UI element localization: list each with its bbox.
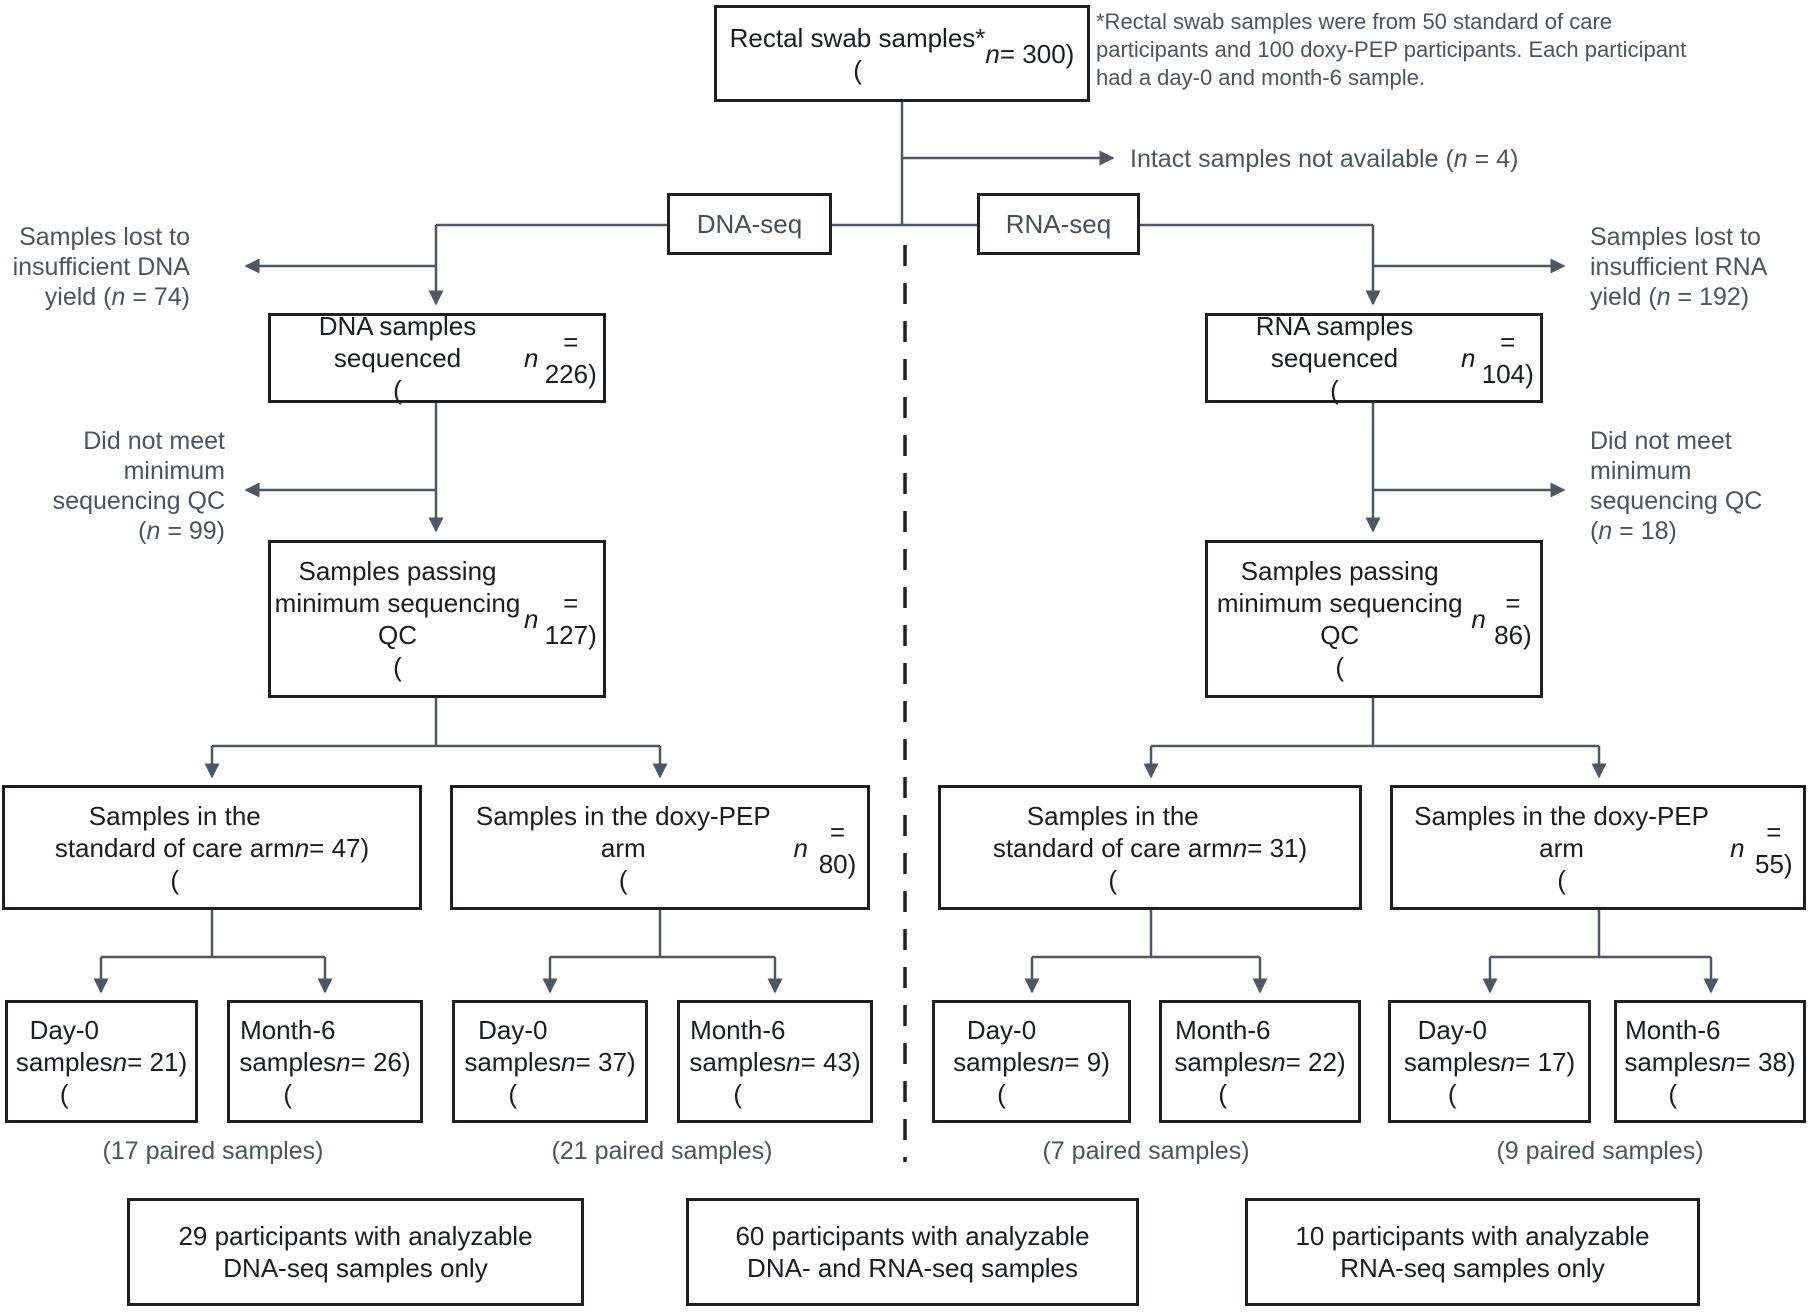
rna-standard-of-care-arm-box: Samples in the standard of care arm (n =… <box>938 785 1362 910</box>
dna-qc-pass-box: Samples passing minimum sequencing QC (n… <box>268 540 606 698</box>
rna-qc-pass-box: Samples passing minimum sequencing QC (n… <box>1205 540 1543 698</box>
intact-samples-not-available-label: Intact samples not available (n = 4) <box>1130 145 1519 173</box>
rna-doxy-pep-arm-box: Samples in the doxy-PEP arm (n = 55) <box>1390 785 1806 910</box>
dna-soc-day0-box: Day-0 samples (n = 21) <box>5 1000 198 1123</box>
rna-soc-paired-samples-label: (7 paired samples) <box>1042 1137 1250 1165</box>
dna-doxy-day0-box: Day-0 samples (n = 37) <box>452 1000 648 1123</box>
rna-doxy-paired-samples-label: (9 paired samples) <box>1496 1137 1704 1165</box>
dna-doxy-pep-arm-box: Samples in the doxy-PEP arm (n = 80) <box>450 785 870 910</box>
dna-soc-month6-box: Month-6 samples (n = 26) <box>227 1000 423 1123</box>
rna-qc-fail-label: Did not meet minimum sequencing QC (n = … <box>1590 427 1763 545</box>
dna-doxy-paired-samples-label: (21 paired samples) <box>551 1137 773 1165</box>
root-box-rectal-swab-samples: Rectal swab samples* (n = 300) <box>714 5 1090 102</box>
dna-samples-sequenced-box: DNA samples sequenced (n = 226) <box>268 311 606 405</box>
summary-dna-and-rna-box: 60 participants with analyzable DNA- and… <box>686 1198 1139 1306</box>
dna-standard-of-care-arm-box: Samples in the standard of care arm (n =… <box>2 785 422 910</box>
dna-qc-fail-label: Did not meet minimum sequencing QC (n = … <box>52 427 225 545</box>
dna-seq-branch-box: DNA-seq <box>667 193 832 255</box>
summary-dna-only-box: 29 participants with analyzable DNA-seq … <box>127 1198 584 1306</box>
rna-samples-lost-label: Samples lost to insufficient RNA yield (… <box>1590 223 1768 311</box>
rna-doxy-month6-box: Month-6 samples (n = 38) <box>1614 1000 1806 1123</box>
rna-seq-branch-box: RNA-seq <box>977 193 1140 255</box>
dna-samples-lost-label: Samples lost to insufficient DNA yield (… <box>12 223 190 311</box>
footnote-text: *Rectal swab samples were from 50 standa… <box>1096 9 1687 90</box>
rna-soc-day0-box: Day-0 samples (n = 9) <box>932 1000 1131 1123</box>
summary-rna-only-box: 10 participants with analyzable RNA-seq … <box>1245 1198 1700 1306</box>
rna-doxy-day0-box: Day-0 samples (n = 17) <box>1388 1000 1591 1123</box>
rna-soc-month6-box: Month-6 samples (n = 22) <box>1159 1000 1361 1123</box>
dna-soc-paired-samples-label: (17 paired samples) <box>102 1137 324 1165</box>
dna-doxy-month6-box: Month-6 samples (n = 43) <box>677 1000 873 1123</box>
rna-samples-sequenced-box: RNA samples sequenced (n = 104) <box>1205 311 1543 405</box>
